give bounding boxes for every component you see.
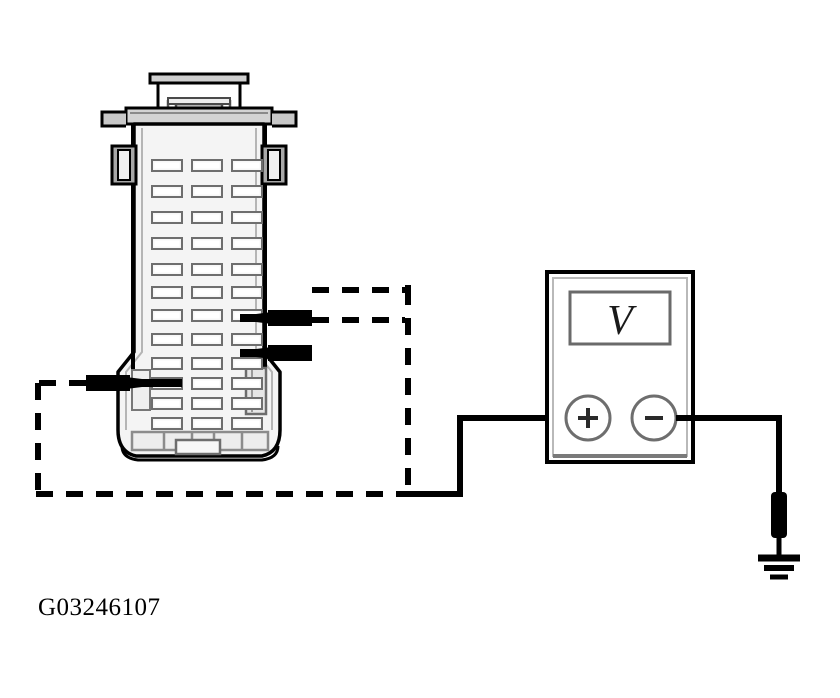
chassis-ground-symbol xyxy=(758,492,800,580)
multimeter: V xyxy=(545,270,695,464)
probe-middle-arrow xyxy=(240,345,312,361)
connector-base xyxy=(120,430,280,462)
meter-terminal-negative[interactable] xyxy=(630,394,678,442)
connector-side-tab-left xyxy=(110,144,138,186)
connector-side-tab-right xyxy=(260,144,288,186)
probe-arrows xyxy=(86,310,312,391)
meter-ground-wire xyxy=(676,415,782,494)
figure-id-label: G03246107 xyxy=(38,594,161,621)
meter-display: V xyxy=(568,290,672,346)
connector-flange-wings xyxy=(100,110,298,128)
probe-lower-left-arrow xyxy=(86,375,182,391)
test-lead-wires xyxy=(35,287,411,497)
connector-guide-rail-left xyxy=(131,369,151,411)
meter-display-value: V xyxy=(607,298,637,344)
meter-terminal-positive[interactable] xyxy=(564,394,612,442)
probe-upper-arrow xyxy=(240,310,312,326)
connector-assembly xyxy=(100,72,298,462)
connector-flange xyxy=(124,106,274,126)
meter-positive-wire xyxy=(408,415,570,497)
